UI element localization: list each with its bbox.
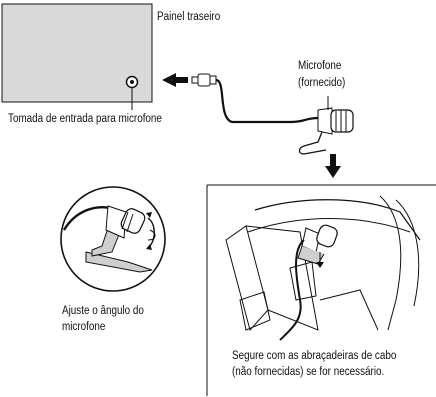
label-mic-input-jack: Tomada de entrada para microfone	[8, 113, 162, 125]
label-secure-1: Segure com as abraçadeiras de cabo	[232, 350, 397, 362]
mic-plug	[191, 73, 217, 87]
down-arrow-icon	[325, 154, 341, 178]
input-jack-icon	[125, 75, 139, 89]
label-secure-2: (não fornecidas) se for necessário.	[232, 366, 385, 378]
label-rear-panel: Painel traseiro	[157, 11, 221, 23]
connection-arrow-icon	[162, 73, 188, 87]
dashboard-detail	[206, 184, 436, 396]
label-microphone-supplied: (fornecido)	[298, 77, 346, 89]
label-microphone: Microfone	[298, 60, 342, 72]
label-adjust-angle-1: Ajuste o ângulo do	[62, 305, 144, 317]
label-adjust-angle-2: microfone	[62, 321, 106, 333]
rotate-arrow-icon	[146, 212, 156, 250]
detail-circle	[60, 186, 166, 292]
microphone-top	[298, 107, 354, 155]
mic-cable	[215, 78, 319, 124]
